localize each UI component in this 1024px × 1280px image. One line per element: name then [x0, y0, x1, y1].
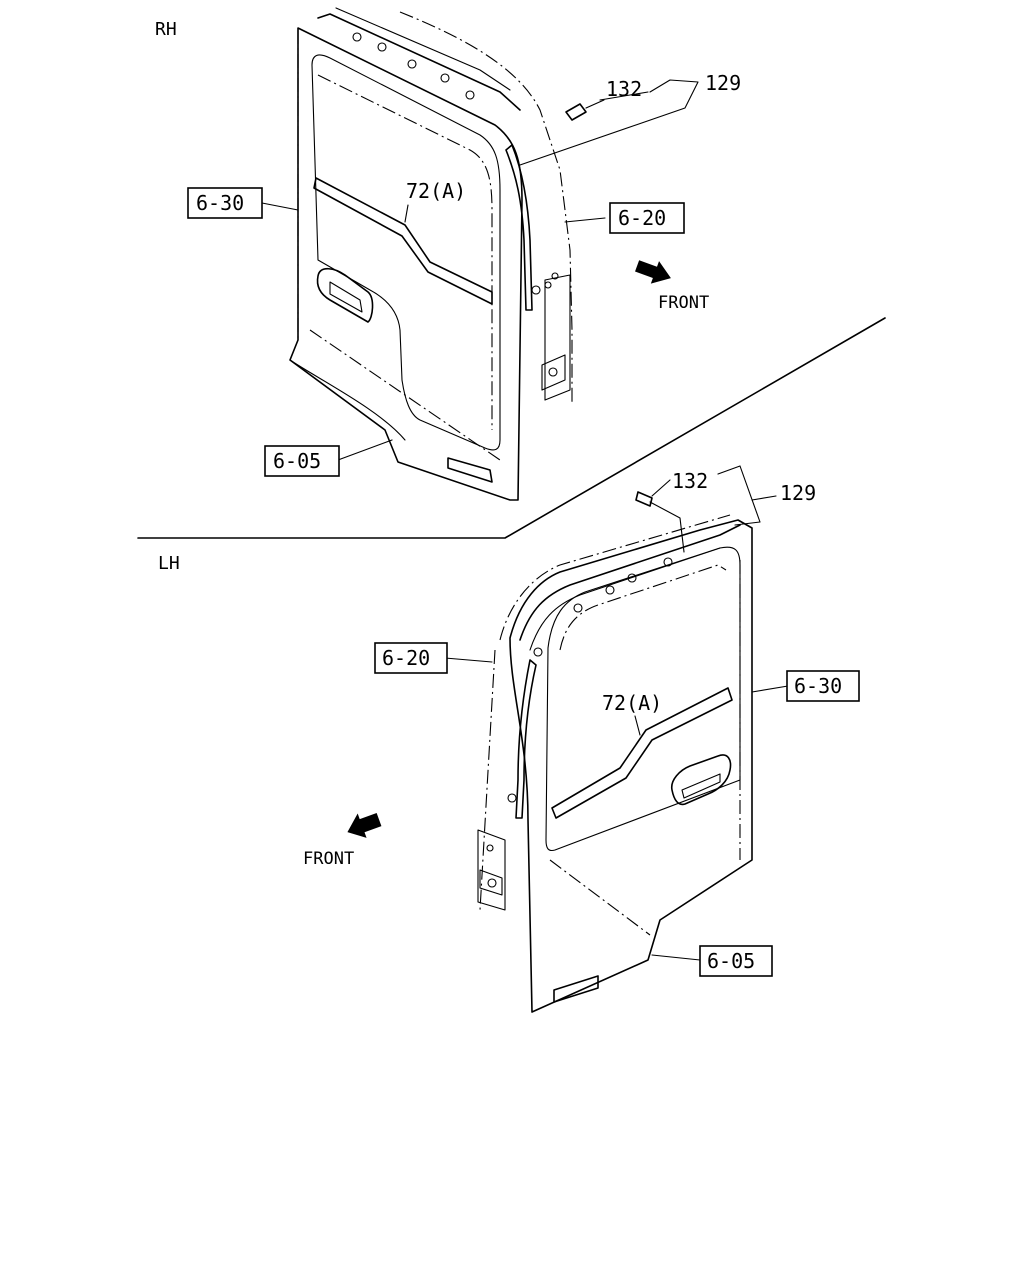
- lh-callout-6-30: 6-30: [794, 674, 842, 698]
- rh-callout-box-6-20: [609, 202, 685, 234]
- rh-callout-72a: 72(A): [406, 179, 466, 203]
- rh-door-assembly: [289, 7, 605, 501]
- lh-callout-129: 129: [780, 481, 816, 505]
- lh-front-arrow-icon: [347, 812, 382, 838]
- lh-callout-box-6-20: [374, 642, 448, 674]
- rh-callout-132: 132: [606, 77, 642, 101]
- lh-leader-lines: [444, 465, 789, 961]
- lh-section-label: LH: [158, 553, 180, 574]
- rh-leader-lines: [261, 79, 699, 461]
- rh-callout-6-30: 6-30: [196, 191, 244, 215]
- lh-callout-6-05: 6-05: [707, 949, 755, 973]
- rh-callout-129: 129: [705, 71, 741, 95]
- rh-section-label: RH: [155, 19, 177, 40]
- section-divider: [137, 317, 886, 539]
- rh-callout-6-20: 6-20: [618, 206, 666, 230]
- rh-callout-6-05: 6-05: [273, 449, 321, 473]
- lh-front-label: FRONT: [303, 849, 354, 869]
- lh-callout-box-6-30: [786, 670, 860, 702]
- rh-callout-box-6-30: [187, 187, 263, 219]
- lh-callout-box-6-05: [699, 945, 773, 977]
- rh-front-label: FRONT: [658, 293, 709, 313]
- rh-front-arrow-icon: [635, 260, 671, 284]
- lh-callout-132: 132: [672, 469, 708, 493]
- lh-door-assembly: [477, 491, 753, 1013]
- rh-callout-box-6-05: [264, 445, 340, 477]
- lh-callout-72a: 72(A): [602, 691, 662, 715]
- lh-callout-6-20: 6-20: [382, 646, 430, 670]
